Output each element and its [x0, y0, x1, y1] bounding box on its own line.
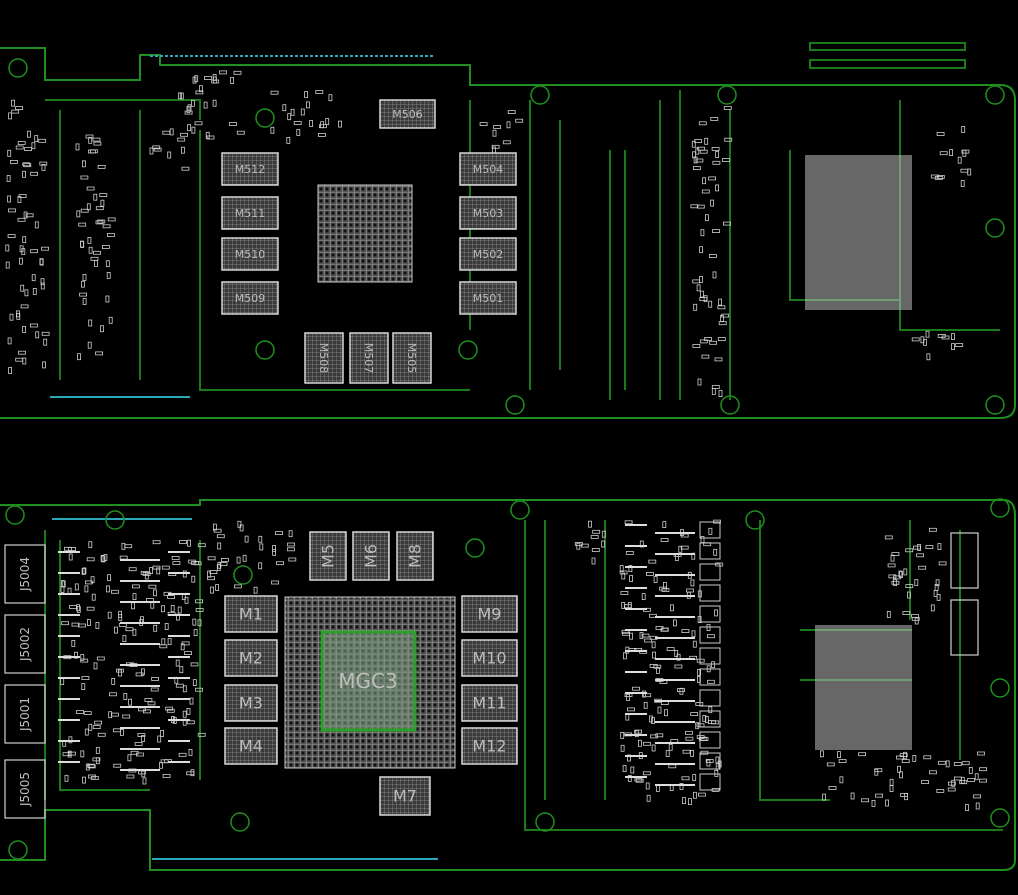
chip-label: M507 [362, 343, 375, 374]
smd-components [5, 70, 987, 811]
chip-label: M510 [235, 248, 266, 261]
chip-label: M11 [472, 694, 506, 713]
chip-label: M508 [317, 343, 330, 374]
connector: J5001 [4, 684, 46, 744]
chip-label: M1 [239, 605, 263, 624]
memory-chip: M508 [304, 332, 344, 384]
memory-chip: M506 [379, 99, 436, 129]
memory-chip: M6 [352, 531, 390, 581]
memory-chip: M502 [459, 237, 517, 271]
gpu-die [320, 630, 417, 732]
memory-chip: M12 [461, 727, 518, 765]
connector: J5004 [4, 544, 46, 604]
chip-label: M3 [239, 694, 263, 713]
memory-chip: M1 [224, 595, 278, 633]
memory-chip: M11 [461, 684, 518, 722]
memory-chip: M503 [459, 196, 517, 230]
memory-chip: M511 [221, 196, 279, 230]
connector-label: J5001 [18, 697, 32, 732]
chip-label: M10 [472, 649, 506, 668]
chip-label: M2 [239, 649, 263, 668]
memory-chip: M5 [309, 531, 347, 581]
chip-label: M6 [362, 544, 381, 568]
gpu-bga-top [317, 184, 413, 283]
memory-chip: M7 [379, 776, 431, 816]
gpu-label: MGC3 [338, 669, 397, 693]
chip-label: M7 [393, 787, 417, 806]
chip-label: M505 [405, 343, 418, 374]
connector-label: J5004 [18, 557, 32, 592]
chip-label: M504 [473, 163, 504, 176]
memory-chip: M10 [461, 639, 518, 677]
chip-label: M509 [235, 292, 266, 305]
component-cluster [805, 155, 912, 310]
component-cluster [815, 625, 912, 750]
chip-label: M506 [392, 108, 423, 121]
memory-chip: M509 [221, 281, 279, 315]
mounting-holes [5, 58, 1010, 860]
chip-label: M511 [235, 207, 266, 220]
chip-label: M5 [319, 544, 338, 568]
memory-chip: M510 [221, 237, 279, 271]
connector: J5002 [4, 614, 46, 674]
memory-chip: M512 [221, 152, 279, 186]
chip-label: M9 [478, 605, 502, 624]
chip-label: M12 [472, 737, 506, 756]
memory-chip: M501 [459, 281, 517, 315]
memory-chip: M507 [349, 332, 389, 384]
power-connector [950, 532, 979, 656]
chip-label: M4 [239, 737, 263, 756]
chip-label: M501 [473, 292, 504, 305]
connector-label: J5005 [18, 772, 32, 807]
connector-label: J5002 [18, 627, 32, 662]
memory-chip: M3 [224, 684, 278, 722]
memory-chip: M9 [461, 595, 518, 633]
memory-chip: M2 [224, 639, 278, 677]
chip-label: M503 [473, 207, 504, 220]
connector: J5005 [4, 759, 46, 819]
memory-chip: M504 [459, 152, 517, 186]
chip-label: M502 [473, 248, 504, 261]
memory-chip: M505 [392, 332, 432, 384]
chip-label: M8 [406, 544, 425, 568]
chip-label: M512 [235, 163, 266, 176]
memory-chip: M4 [224, 727, 278, 765]
memory-chip: M8 [396, 531, 434, 581]
